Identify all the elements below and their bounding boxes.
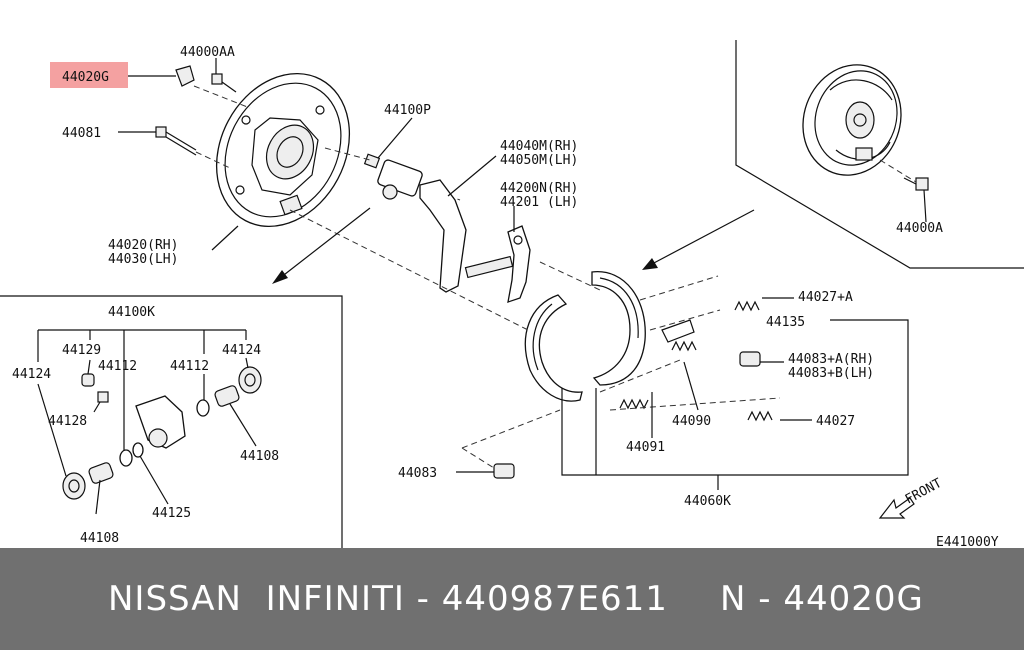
bolt-44000aa: [211, 73, 237, 93]
front-arrow-icon: [878, 497, 915, 519]
label-44060K: 44060K: [684, 494, 731, 509]
label-44124-right: 44124: [222, 343, 261, 358]
inset-bracket: [37, 329, 247, 452]
pin-44083: [493, 463, 515, 479]
label-44108-left: 44108: [80, 531, 119, 546]
label-44050M: 44050M(LH): [500, 153, 578, 168]
inset-cup-44112-right: [196, 399, 210, 417]
brake-parts-diagram: 44000AA 44020G 44081 44100P 44040M(RH) 4…: [0, 40, 1024, 548]
long-bolt-44081: [155, 126, 197, 156]
label-44027A: 44027+A: [798, 290, 853, 305]
footer-ref-number: N - 44020G: [720, 579, 924, 619]
backing-plate: [215, 72, 351, 228]
label-front: FRONT: [903, 476, 945, 508]
label-44108-right: 44108: [240, 449, 279, 464]
pin-44083ab: [739, 351, 761, 367]
label-44030LH: 44030(LH): [108, 252, 178, 267]
inset-wheel-cylinder-body: [135, 395, 186, 449]
label-44200N: 44200N(RH): [500, 181, 578, 196]
brake-shoe-rear: [524, 294, 583, 402]
label-44112-left: 44112: [98, 359, 137, 374]
label-44083: 44083: [398, 466, 437, 481]
bolt-44000a: [903, 177, 929, 191]
spring-44090: [671, 340, 697, 352]
label-44020RH: 44020(RH): [108, 238, 178, 253]
label-44100K: 44100K: [108, 305, 155, 320]
label-44020G: 44020G: [62, 70, 109, 85]
inset-cap-44128: [97, 391, 109, 403]
lever-44135: [661, 319, 695, 343]
arrow-down-left-2: [642, 209, 755, 270]
label-44083BLH: 44083+B(LH): [788, 366, 874, 381]
inset-piston-44108-left: [88, 462, 114, 484]
brake-shoe-front: [591, 271, 646, 386]
spring-44027: [747, 410, 773, 422]
inset-spring-44125: [132, 442, 144, 458]
label-44124-left: 44124: [12, 367, 51, 382]
spring-44091: [619, 398, 649, 410]
label-44040M: 44040M(RH): [500, 139, 578, 154]
inset-seal-44124-right: [238, 366, 262, 394]
adjuster-lever: [464, 225, 531, 303]
inset-bleeder-44129: [81, 373, 95, 387]
footer-banner: NISSAN INFINITI - 440987E611 N - 44020G: [0, 548, 1024, 650]
label-44090: 44090: [672, 414, 711, 429]
leader-lines: [37, 58, 927, 515]
label-44100P: 44100P: [384, 103, 431, 118]
inset-piston-44108-right: [214, 385, 240, 407]
diagram-code: E441000Y: [936, 535, 999, 548]
label-44081: 44081: [62, 126, 101, 141]
label-44000A: 44000A: [896, 221, 943, 236]
label-44201: 44201 (LH): [500, 195, 578, 210]
cap-part: [175, 65, 195, 87]
inset-cup-44112-left: [119, 449, 133, 467]
arrow-down-left: [272, 207, 371, 284]
label-44125: 44125: [152, 506, 191, 521]
wheel-cylinder: [363, 153, 423, 200]
label-44112-right: 44112: [170, 359, 209, 374]
label-44027: 44027: [816, 414, 855, 429]
label-44128: 44128: [48, 414, 87, 429]
label-44129: 44129: [62, 343, 101, 358]
highlight-box: [50, 62, 128, 88]
label-44083ARH: 44083+A(RH): [788, 352, 874, 367]
label-44135: 44135: [766, 315, 805, 330]
label-44091: 44091: [626, 440, 665, 455]
strut-plate: [419, 179, 467, 293]
footer-part-number: NISSAN INFINITI - 440987E611: [108, 579, 668, 619]
label-44000AA: 44000AA: [180, 45, 235, 60]
spring-44027a: [734, 300, 760, 312]
inset-seal-44124-left: [62, 472, 86, 500]
assembled-brake-view: [802, 64, 902, 176]
